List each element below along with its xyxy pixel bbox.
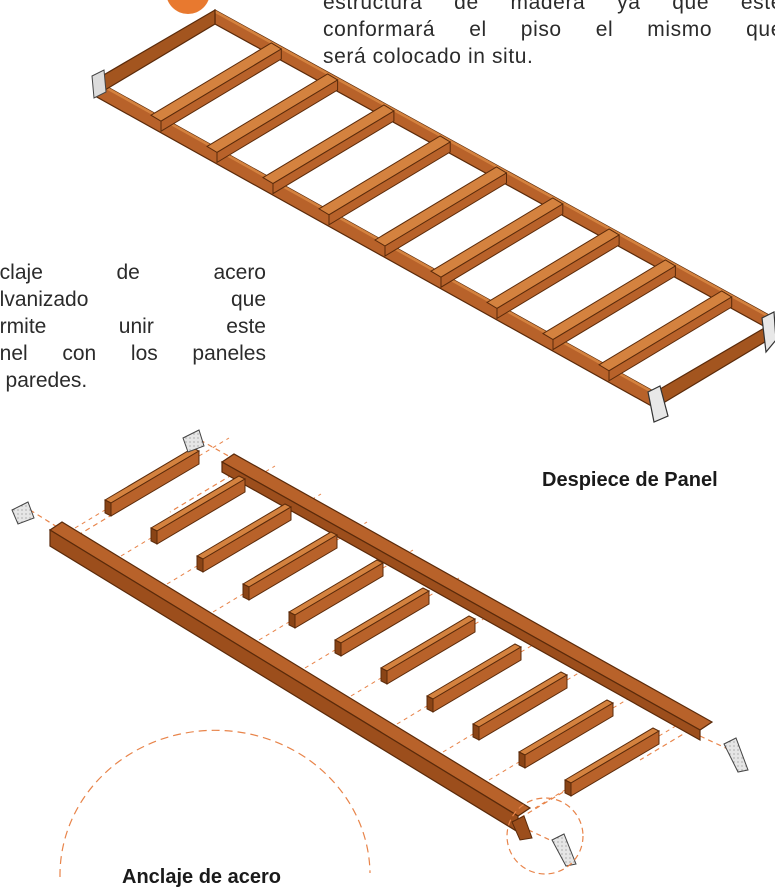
top-description: estructura de madera ya que este conform… xyxy=(323,0,775,70)
top-line: conformará el piso el mismo que xyxy=(323,18,775,41)
exploded-panel xyxy=(11,429,749,877)
side-line: anel con los paneles xyxy=(0,342,266,365)
step-badge xyxy=(167,0,209,14)
top-line: será colocado in situ. xyxy=(323,45,534,68)
anchor-description: nclaje de acero alvanizado que ermite un… xyxy=(0,259,266,394)
assembled-joists xyxy=(150,42,733,382)
exploded-joist xyxy=(103,447,201,504)
exploded-bracket-bottom xyxy=(551,833,577,867)
assembled-panel xyxy=(91,8,775,423)
detail-callout-title: Anclaje de acero xyxy=(122,866,281,888)
exploded-joists xyxy=(103,447,661,797)
exploded-bracket-top xyxy=(182,429,205,453)
detail-callout-arc xyxy=(59,729,371,877)
side-line: e paredes. xyxy=(0,369,88,392)
side-line: ermite unir este xyxy=(0,315,266,338)
exploded-bracket-right xyxy=(723,737,749,773)
exploded-bracket-left xyxy=(11,501,35,525)
side-line: nclaje de acero xyxy=(0,261,266,284)
assembled-bracket-right-bottom xyxy=(647,385,669,423)
assembled-bracket-left xyxy=(91,69,107,99)
assembled-bracket-right-top xyxy=(761,311,775,354)
exploded-panel-title: Despiece de Panel xyxy=(542,469,718,491)
top-line: estructura de madera ya que este xyxy=(323,0,775,14)
assembled-joist xyxy=(150,42,283,122)
assembled-end-beam xyxy=(94,8,216,98)
side-line: alvanizado que xyxy=(0,288,266,311)
detail-highlight-circle xyxy=(506,797,584,875)
